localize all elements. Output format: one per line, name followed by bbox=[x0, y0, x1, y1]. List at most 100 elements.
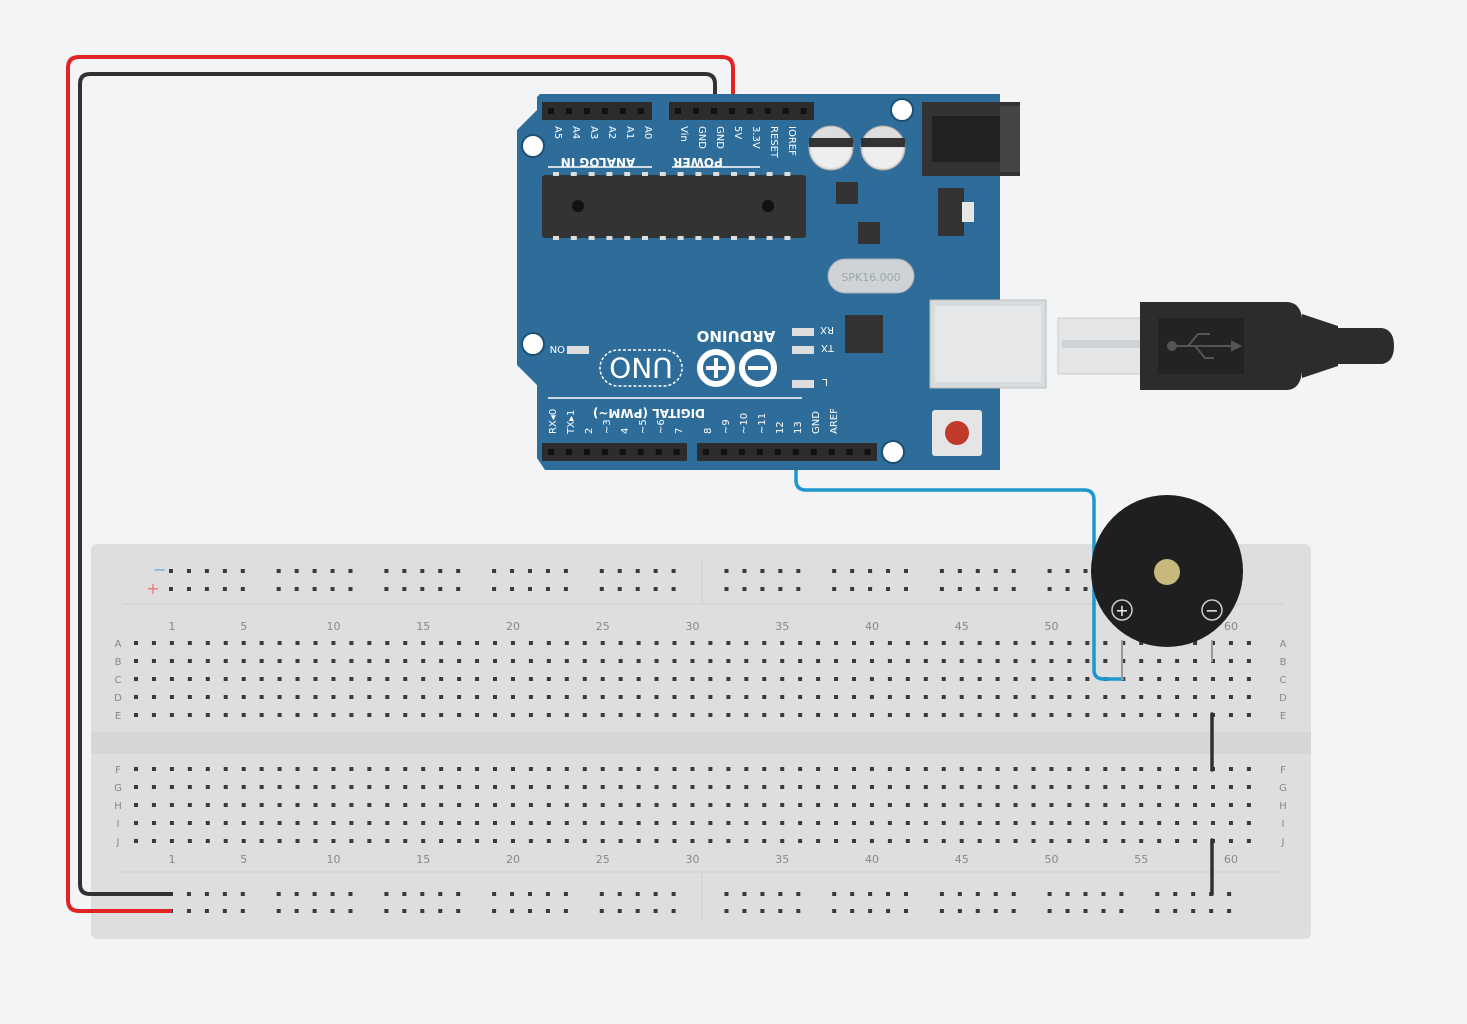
breadboard-hole[interactable] bbox=[1175, 713, 1180, 717]
breadboard-hole[interactable] bbox=[349, 659, 354, 663]
breadboard-hole[interactable] bbox=[887, 695, 892, 699]
breadboard-hole[interactable] bbox=[816, 713, 821, 717]
breadboard-hole[interactable] bbox=[941, 839, 946, 843]
breadboard-hole[interactable] bbox=[1067, 677, 1072, 681]
breadboard-hole[interactable] bbox=[223, 803, 228, 807]
rail-hole[interactable] bbox=[186, 909, 191, 913]
breadboard-hole[interactable] bbox=[905, 821, 910, 825]
breadboard-hole[interactable] bbox=[798, 803, 803, 807]
breadboard-hole[interactable] bbox=[331, 659, 336, 663]
breadboard-hole[interactable] bbox=[187, 839, 192, 843]
breadboard-hole[interactable] bbox=[313, 821, 318, 825]
breadboard-hole[interactable] bbox=[1211, 677, 1215, 681]
breadboard-hole[interactable] bbox=[618, 803, 623, 807]
breadboard-hole[interactable] bbox=[223, 713, 228, 717]
breadboard-hole[interactable] bbox=[403, 803, 408, 807]
breadboard-hole[interactable] bbox=[349, 695, 354, 699]
breadboard-hole[interactable] bbox=[241, 803, 246, 807]
breadboard-hole[interactable] bbox=[959, 695, 964, 699]
breadboard-hole[interactable] bbox=[869, 767, 874, 771]
rail-hole[interactable] bbox=[796, 892, 801, 896]
breadboard-hole[interactable] bbox=[528, 767, 533, 771]
breadboard-hole[interactable] bbox=[493, 767, 497, 771]
breadboard-hole[interactable] bbox=[852, 821, 856, 825]
breadboard-hole[interactable] bbox=[905, 677, 910, 681]
breadboard-hole[interactable] bbox=[205, 659, 210, 663]
rail-hole[interactable] bbox=[760, 892, 765, 896]
breadboard-hole[interactable] bbox=[1175, 695, 1180, 699]
breadboard-hole[interactable] bbox=[977, 695, 982, 699]
breadboard-hole[interactable] bbox=[421, 785, 426, 789]
breadboard-hole[interactable] bbox=[493, 695, 497, 699]
breadboard-hole[interactable] bbox=[259, 659, 264, 663]
rail-hole[interactable] bbox=[330, 569, 335, 573]
breadboard-hole[interactable] bbox=[923, 695, 928, 699]
breadboard-hole[interactable] bbox=[852, 695, 856, 699]
rail-hole[interactable] bbox=[635, 587, 640, 591]
breadboard-hole[interactable] bbox=[1193, 677, 1198, 681]
rail-hole[interactable] bbox=[456, 587, 461, 591]
breadboard-hole[interactable] bbox=[834, 659, 839, 663]
rail-hole[interactable] bbox=[384, 909, 389, 913]
breadboard-hole[interactable] bbox=[1246, 821, 1251, 825]
breadboard-hole[interactable] bbox=[259, 695, 264, 699]
breadboard-hole[interactable] bbox=[385, 803, 390, 807]
breadboard-hole[interactable] bbox=[582, 677, 587, 681]
breadboard-hole[interactable] bbox=[869, 641, 874, 645]
breadboard-hole[interactable] bbox=[582, 641, 587, 645]
breadboard-hole[interactable] bbox=[295, 713, 300, 717]
rail-hole[interactable] bbox=[1047, 587, 1052, 591]
breadboard-hole[interactable] bbox=[1049, 767, 1054, 771]
breadboard-hole[interactable] bbox=[223, 641, 228, 645]
breadboard-hole[interactable] bbox=[295, 659, 300, 663]
breadboard-hole[interactable] bbox=[1031, 785, 1036, 789]
rail-hole[interactable] bbox=[724, 909, 729, 913]
breadboard-hole[interactable] bbox=[618, 677, 623, 681]
breadboard-hole[interactable] bbox=[1103, 767, 1108, 771]
usb-cable[interactable] bbox=[1057, 302, 1394, 390]
breadboard-hole[interactable] bbox=[905, 659, 910, 663]
breadboard-hole[interactable] bbox=[977, 821, 982, 825]
breadboard-hole[interactable] bbox=[223, 659, 228, 663]
breadboard-hole[interactable] bbox=[259, 767, 264, 771]
breadboard-hole[interactable] bbox=[385, 821, 390, 825]
rail-hole[interactable] bbox=[204, 587, 209, 591]
breadboard-hole[interactable] bbox=[277, 785, 282, 789]
breadboard-hole[interactable] bbox=[1121, 821, 1126, 825]
breadboard-hole[interactable] bbox=[169, 659, 174, 663]
breadboard-hole[interactable] bbox=[510, 785, 515, 789]
rail-hole[interactable] bbox=[868, 909, 873, 913]
breadboard-hole[interactable] bbox=[169, 839, 174, 843]
rail-hole[interactable] bbox=[993, 569, 998, 573]
rail-hole[interactable] bbox=[993, 892, 998, 896]
breadboard-hole[interactable] bbox=[1103, 839, 1108, 843]
breadboard-hole[interactable] bbox=[295, 695, 300, 699]
rail-hole[interactable] bbox=[438, 909, 443, 913]
rail-hole[interactable] bbox=[1101, 909, 1106, 913]
breadboard-hole[interactable] bbox=[834, 767, 839, 771]
breadboard-hole[interactable] bbox=[241, 677, 246, 681]
rail-hole[interactable] bbox=[545, 569, 550, 573]
breadboard[interactable]: − + 115510101515202025253030353540404545… bbox=[91, 544, 1311, 939]
breadboard-hole[interactable] bbox=[708, 767, 713, 771]
rail-hole[interactable] bbox=[294, 587, 299, 591]
breadboard-hole[interactable] bbox=[636, 767, 641, 771]
breadboard-hole[interactable] bbox=[582, 767, 587, 771]
breadboard-hole[interactable] bbox=[331, 695, 336, 699]
breadboard-hole[interactable] bbox=[834, 803, 839, 807]
breadboard-hole[interactable] bbox=[367, 785, 372, 789]
breadboard-hole[interactable] bbox=[546, 839, 551, 843]
breadboard-hole[interactable] bbox=[995, 803, 1000, 807]
breadboard-hole[interactable] bbox=[385, 767, 390, 771]
breadboard-hole[interactable] bbox=[1246, 713, 1251, 717]
breadboard-hole[interactable] bbox=[349, 803, 354, 807]
rail-hole[interactable] bbox=[348, 909, 353, 913]
breadboard-hole[interactable] bbox=[1067, 659, 1072, 663]
breadboard-hole[interactable] bbox=[636, 803, 641, 807]
breadboard-hole[interactable] bbox=[672, 767, 677, 771]
breadboard-hole[interactable] bbox=[295, 767, 300, 771]
breadboard-hole[interactable] bbox=[259, 785, 264, 789]
breadboard-hole[interactable] bbox=[295, 821, 300, 825]
breadboard-hole[interactable] bbox=[528, 677, 533, 681]
rail-hole[interactable] bbox=[1119, 909, 1124, 913]
